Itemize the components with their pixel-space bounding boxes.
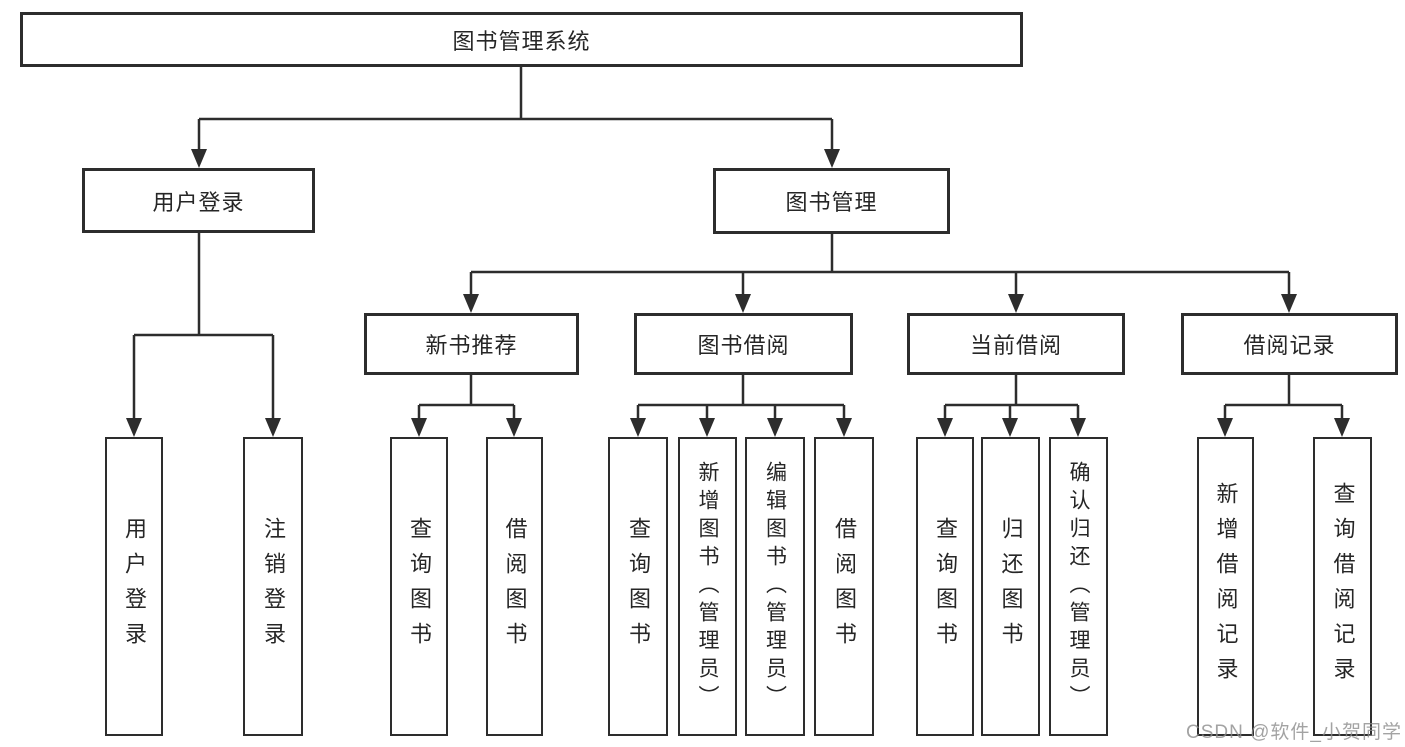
leaf-query-books-current: 查询图书 <box>916 437 974 736</box>
leaf-borrow-books-recommend: 借阅图书 <box>486 437 543 736</box>
node-book-management: 图书管理 <box>713 168 950 234</box>
leaf-query-borrow-record-label: 查询借阅记录 <box>1330 481 1356 692</box>
csdn-watermark: CSDN @软件_小贺同学 <box>1186 722 1402 743</box>
leaf-logout: 注销登录 <box>243 437 303 736</box>
leaf-query-books-recommend: 查询图书 <box>390 437 448 736</box>
leaf-return-books-label: 归还图书 <box>998 516 1024 657</box>
node-user-login: 用户登录 <box>82 168 315 233</box>
node-new-book-recommend-label: 新书推荐 <box>425 333 518 358</box>
leaf-add-books-admin-label: 新增图书（管理员） <box>696 460 719 713</box>
node-borrow-records-label: 借阅记录 <box>1243 333 1336 358</box>
leaf-query-books-recommend-label: 查询图书 <box>407 516 432 657</box>
leaf-borrow-books-label: 借阅图书 <box>832 516 857 657</box>
leaf-query-books-borrow-label: 查询图书 <box>626 516 651 657</box>
node-new-book-recommend: 新书推荐 <box>364 313 579 375</box>
leaf-logout-label: 注销登录 <box>261 516 286 657</box>
leaf-borrow-books: 借阅图书 <box>814 437 874 736</box>
leaf-query-books-borrow: 查询图书 <box>608 437 668 736</box>
leaf-edit-books-admin: 编辑图书（管理员） <box>745 437 805 736</box>
node-borrow-records: 借阅记录 <box>1181 313 1398 375</box>
leaf-confirm-return-admin-label: 确认归还（管理员） <box>1067 460 1090 713</box>
leaf-user-login: 用户登录 <box>105 437 163 736</box>
leaf-query-borrow-record: 查询借阅记录 <box>1313 437 1372 736</box>
leaf-edit-books-admin-label: 编辑图书（管理员） <box>763 460 787 713</box>
leaf-borrow-books-recommend-label: 借阅图书 <box>502 516 528 657</box>
node-current-borrow: 当前借阅 <box>907 313 1125 375</box>
node-book-management-label: 图书管理 <box>785 190 878 215</box>
node-root: 图书管理系统 <box>20 12 1023 67</box>
leaf-add-books-admin: 新增图书（管理员） <box>678 437 737 736</box>
node-user-login-label: 用户登录 <box>152 189 245 215</box>
leaf-add-borrow-record: 新增借阅记录 <box>1197 437 1254 736</box>
node-book-borrow: 图书借阅 <box>634 313 853 375</box>
leaf-user-login-label: 用户登录 <box>122 516 147 657</box>
leaf-confirm-return-admin: 确认归还（管理员） <box>1049 437 1108 736</box>
leaf-query-books-current-label: 查询图书 <box>933 516 958 657</box>
leaf-add-borrow-record-label: 新增借阅记录 <box>1213 481 1239 692</box>
node-root-label: 图书管理系统 <box>452 28 591 54</box>
node-book-borrow-label: 图书借阅 <box>697 333 790 358</box>
leaf-return-books: 归还图书 <box>981 437 1040 736</box>
node-current-borrow-label: 当前借阅 <box>969 333 1062 358</box>
